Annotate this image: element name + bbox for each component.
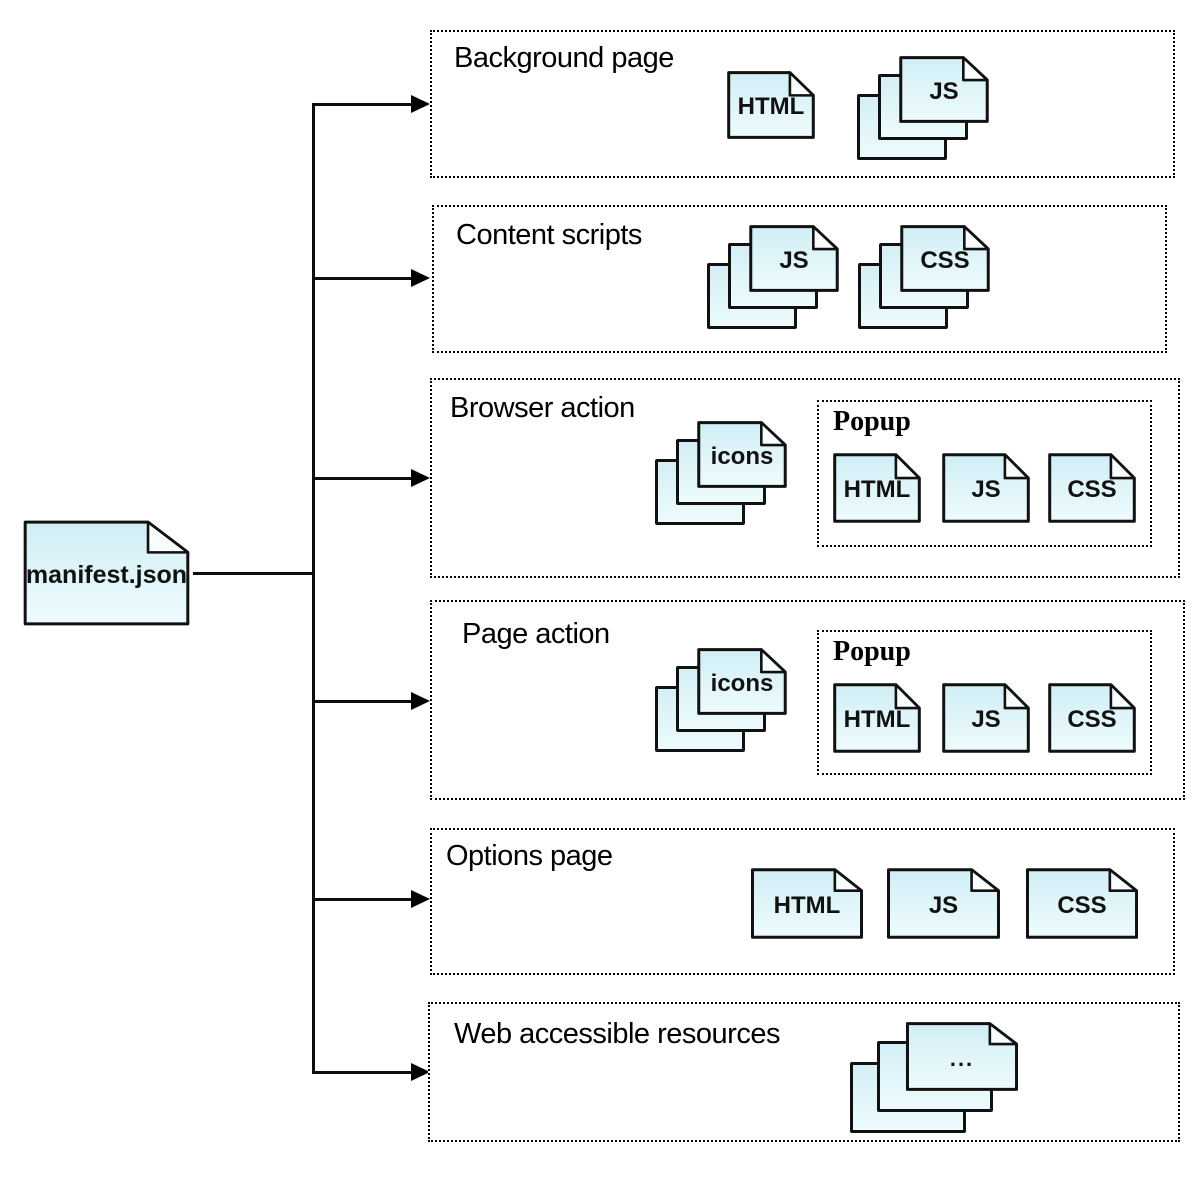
doc-label: HTML (773, 891, 841, 919)
branch-page-action (312, 700, 412, 703)
doc-label: icons (710, 442, 774, 470)
html-file-icon: HTML (832, 682, 922, 754)
section-label: Content scripts (456, 219, 642, 251)
css-file-icon: CSS (1047, 682, 1137, 754)
doc-label: CSS (1067, 706, 1117, 733)
branch-background (312, 103, 412, 106)
html-file-icon: HTML (749, 867, 865, 940)
icons-file-icon: icons (696, 647, 788, 716)
arrowhead-options (411, 890, 430, 908)
doc-label: JS (971, 476, 1001, 503)
connector-trunk (312, 103, 315, 1074)
js-file-icon: JS (885, 867, 1002, 940)
section-options-page: Options page HTML JS CSS (430, 828, 1175, 975)
js-file-icon: JS (941, 682, 1031, 754)
popup-box: Popup HTML JS CSS (817, 400, 1152, 547)
icons-files-stack: icons (655, 647, 788, 756)
icons-file-icon: icons (696, 420, 788, 489)
doc-label: JS (779, 246, 809, 274)
doc-label: JS (929, 77, 959, 105)
css-file-icon: CSS (899, 224, 991, 293)
section-label: Background page (454, 42, 674, 74)
resource-files-stack: ... (850, 1021, 1020, 1133)
section-background-page: Background page HTML JS (430, 30, 1175, 178)
section-content-scripts: Content scripts JS CSS (432, 205, 1167, 353)
section-label: Browser action (450, 392, 635, 424)
html-file-icon: HTML (726, 70, 816, 140)
css-files-stack: CSS (858, 224, 991, 333)
branch-options (312, 898, 412, 901)
js-files-stack: JS (707, 224, 840, 333)
branch-content (312, 277, 412, 280)
doc-label: CSS (1057, 891, 1107, 919)
popup-label: Popup (833, 406, 911, 437)
css-file-icon: CSS (1024, 867, 1140, 940)
section-label: Page action (462, 618, 610, 650)
manifest-json-node: manifest.json (20, 518, 193, 628)
doc-label: icons (710, 669, 774, 697)
doc-label: HTML (843, 706, 911, 733)
section-page-action: Page action icons Popup HTML JS CSS (430, 600, 1185, 800)
resource-file-icon: ... (904, 1021, 1020, 1092)
section-label: Options page (446, 840, 613, 872)
doc-label: CSS (1067, 476, 1117, 503)
arrowhead-content (411, 269, 430, 287)
html-file-icon: HTML (832, 452, 922, 524)
section-browser-action: Browser action icons Popup HTML JS CSS (430, 378, 1180, 578)
doc-label: HTML (843, 476, 911, 503)
popup-box: Popup HTML JS CSS (817, 630, 1152, 775)
js-file-icon: JS (898, 55, 990, 124)
arrowhead-web-resources (411, 1063, 430, 1081)
branch-web-resources (312, 1071, 412, 1074)
connector-root-to-trunk (193, 572, 314, 575)
branch-browser-action (312, 477, 412, 480)
manifest-json-label: manifest.json (25, 560, 188, 589)
arrowhead-page-action (411, 692, 430, 710)
section-label: Web accessible resources (454, 1018, 780, 1050)
doc-label: JS (971, 706, 1001, 733)
doc-label: ... (949, 1045, 975, 1071)
arrowhead-browser-action (411, 469, 430, 487)
css-file-icon: CSS (1047, 452, 1137, 524)
doc-label: JS (928, 891, 959, 919)
js-file-icon: JS (748, 224, 840, 293)
icons-files-stack: icons (655, 420, 788, 529)
popup-label: Popup (833, 636, 911, 667)
doc-label: HTML (737, 93, 805, 120)
js-files-stack: JS (857, 55, 990, 164)
document-icon (20, 518, 193, 628)
js-file-icon: JS (941, 452, 1031, 524)
arrowhead-background (411, 95, 430, 113)
doc-label: CSS (920, 246, 970, 274)
section-web-accessible-resources: Web accessible resources ... (428, 1002, 1180, 1142)
